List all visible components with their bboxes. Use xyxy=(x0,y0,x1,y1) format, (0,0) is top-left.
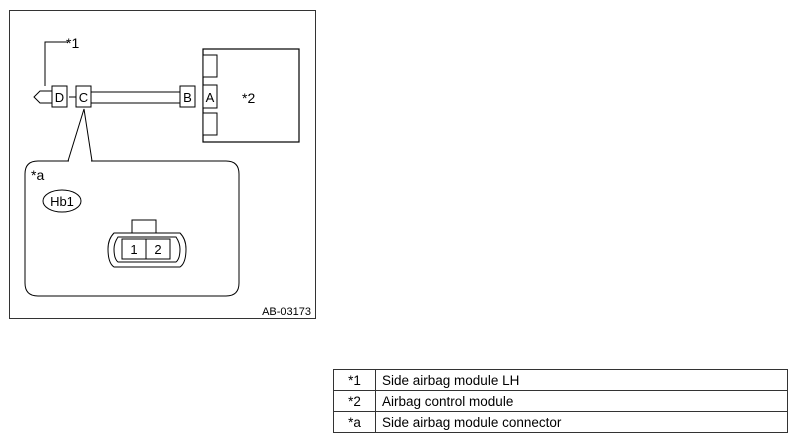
legend-row: *1 Side airbag module LH xyxy=(333,369,788,391)
connector-housing-inner xyxy=(113,236,181,263)
pin-2-cavity xyxy=(145,238,171,260)
pin-1-label: 1 xyxy=(130,242,137,257)
pin-2-label: 2 xyxy=(154,242,161,257)
connector-a xyxy=(202,84,218,109)
legend-key: *a xyxy=(333,411,376,433)
legend-key: *1 xyxy=(333,369,376,391)
connector-latch xyxy=(131,219,157,234)
connector-b xyxy=(179,85,196,108)
legend-table: *1 Side airbag module LH *2 Airbag contr… xyxy=(333,369,788,433)
control-module-slot-bottom xyxy=(202,112,218,136)
legend-description: Side airbag module connector xyxy=(375,411,788,433)
wiring-diagram-svg: *1 D C B A *2 *a Hb1 xyxy=(24,35,311,318)
connector-c-label: C xyxy=(79,90,88,105)
connector-detail-callout: *a xyxy=(31,167,44,183)
control-module-callout: *2 xyxy=(242,90,255,106)
legend-row: *a Side airbag module connector xyxy=(333,411,788,433)
legend-row: *2 Airbag control module xyxy=(333,390,788,412)
connector-d-label: D xyxy=(55,90,64,105)
control-module-box xyxy=(202,48,300,143)
connector-d xyxy=(51,85,68,108)
connector-a-label: A xyxy=(206,90,215,105)
figure-code: AB-03173 xyxy=(262,306,311,318)
wiring-diagram: *1 D C B A *2 *a Hb1 xyxy=(9,10,316,319)
control-module-slot-top xyxy=(202,54,218,78)
legend-description: Airbag control module xyxy=(375,390,788,412)
connector-c xyxy=(75,85,92,108)
connector-id-label: Hb1 xyxy=(50,194,74,209)
legend-key: *2 xyxy=(333,390,376,412)
module-lh-plug xyxy=(33,90,52,104)
module-lh-callout: *1 xyxy=(66,35,79,51)
detail-pointer xyxy=(67,108,93,162)
legend-description: Side airbag module LH xyxy=(375,369,788,391)
connector-id-badge xyxy=(42,189,82,213)
connector-b-label: B xyxy=(183,90,192,105)
module-lh-leader xyxy=(44,41,68,86)
